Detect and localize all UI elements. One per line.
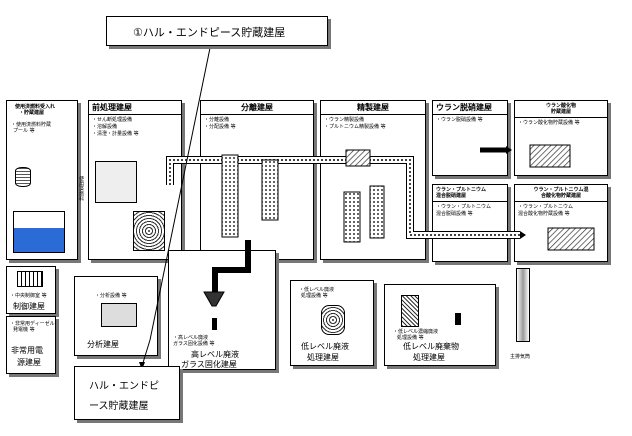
callout-bottom-line-2: ース貯蔵建屋 bbox=[89, 401, 149, 412]
receiving-title-2: ・貯蔵建屋 bbox=[19, 110, 45, 116]
emergency-label-2: 源建屋 bbox=[17, 358, 41, 367]
llw-liquid-label-2: 処理建屋 bbox=[307, 353, 339, 362]
mox-storage-title-2: 合酸化物貯蔵建屋 bbox=[515, 193, 607, 202]
mox-storage-item-1: ・ウラン・プルトニウム bbox=[518, 204, 574, 210]
llw-solid-item-1: ・低レベル濃縮廃液 bbox=[393, 329, 439, 335]
main-stack bbox=[516, 268, 530, 342]
receiving-title-1: 使用済燃料受入れ bbox=[15, 104, 56, 110]
emergency-item-1: ・非常用ディーゼル bbox=[10, 321, 55, 327]
receiving-item-1: ・使用済燃料貯蔵 bbox=[11, 122, 52, 128]
hlw-label-1: 高レベル廃液 bbox=[191, 350, 239, 359]
analysis-label: 分析建屋 bbox=[87, 340, 119, 349]
frontend-title: 前処理建屋 bbox=[89, 101, 181, 115]
receiving-building: 使用済燃料受入れ ・貯蔵建屋 ・使用済燃料貯蔵 プール 等 bbox=[6, 100, 78, 260]
separation-title: 分離建屋 bbox=[201, 101, 313, 115]
uranium-oxide-title-1: ウラン酸化物 bbox=[545, 103, 576, 109]
analysis-instrument-icon bbox=[101, 303, 137, 327]
compactor-icon bbox=[401, 295, 419, 327]
callout-top: ①ハル・エンドピース貯蔵建屋 bbox=[106, 16, 328, 46]
purification-item-1: ・ウラン精製設備 bbox=[324, 117, 365, 123]
callout-top-text: ①ハル・エンドピース貯蔵建屋 bbox=[133, 26, 286, 39]
analysis-building: ・分析設備 等 分析建屋 bbox=[74, 276, 158, 356]
frontend-building: 前処理建屋 ・せん断処理設備 ・溶解設備 ・清澄・計量設備 等 bbox=[88, 100, 182, 260]
uranium-denitration-title: ウラン脱硝建屋 bbox=[433, 101, 507, 115]
hlw-vitrification-building: ・高レベル廃液 ガラス固化設備 等 高レベル廃液 ガラス固化建屋 bbox=[168, 250, 276, 370]
purification-title: 精製建屋 bbox=[321, 101, 425, 115]
emergency-power-building: ・非常用ディーゼル 発電機 等 非常用電 源建屋 bbox=[6, 316, 56, 374]
fuel-cask-icon bbox=[15, 167, 31, 187]
control-label: 制御建屋 bbox=[13, 302, 45, 311]
mox-denitration-building: ウラン・プルトニウム 混合脱硝建屋 ・ウラン・プルトニウム 混合脱硝設備 等 bbox=[432, 184, 508, 262]
callout-bottom: ハル・エンドピ ース貯蔵建屋 bbox=[74, 366, 180, 420]
control-panel-icon bbox=[17, 271, 43, 287]
hlw-item-2: ガラス固化設備 等 bbox=[173, 341, 215, 347]
spent-fuel-side-label: 使用済燃料 bbox=[78, 176, 84, 201]
uranium-oxide-storage-building: ウラン酸化物 貯蔵建屋 ・ウラン酸化物貯蔵設備 等 bbox=[514, 100, 608, 176]
frontend-item-1: ・せん断処理設備 bbox=[92, 117, 133, 123]
llw-solid-label-2: 処理建屋 bbox=[413, 353, 445, 362]
mox-storage-building: ウラン・プルトニウム混 合酸化物貯蔵建屋 ・ウラン・プルトニウム 混合酸化物貯蔵… bbox=[514, 184, 608, 262]
purification-building: 精製建屋 ・ウラン精製設備 ・プルトニウム精製設備 等 bbox=[320, 100, 426, 260]
frontend-item-3: ・清澄・計量設備 等 bbox=[92, 131, 139, 137]
llw-liquid-item-2: 処理設備 等 bbox=[301, 293, 328, 299]
storage-pool bbox=[13, 211, 65, 253]
llw-liquid-building: ・低レベル廃液 処理設備 等 低レベル廃液 処理建屋 bbox=[290, 280, 374, 366]
control-building: ・中央制御室 等 制御建屋 bbox=[6, 266, 56, 314]
evaporator-icon bbox=[321, 305, 345, 335]
emergency-item-2: 発電機 等 bbox=[13, 327, 35, 333]
mox-denitration-title-2: 混合脱硝建屋 bbox=[433, 193, 507, 202]
mox-denitration-item-2: 混合脱硝設備 等 bbox=[436, 211, 473, 217]
mox-denitration-item-1: ・ウラン・プルトニウム bbox=[436, 204, 492, 210]
uranium-oxide-item: ・ウラン酸化物貯蔵設備 等 bbox=[518, 120, 580, 126]
uranium-denitration-item: ・ウラン脱硝設備 等 bbox=[436, 117, 483, 123]
llw-solid-label-1: 低レベル廃棄物 bbox=[403, 342, 459, 351]
receiving-item-2: プール 等 bbox=[13, 128, 35, 134]
purification-item-2: ・プルトニウム精製設備 等 bbox=[324, 124, 386, 130]
emergency-label-1: 非常用電 bbox=[11, 346, 43, 355]
llw-solid-item-2: 処理設備 等 bbox=[397, 335, 424, 341]
waste-drum-icon bbox=[455, 313, 461, 325]
control-item: ・中央制御室 等 bbox=[10, 293, 47, 299]
frontend-item-2: ・溶解設備 bbox=[92, 124, 118, 130]
llw-solid-building: ・低レベル濃縮廃液 処理設備 等 低レベル廃棄物 処理建屋 bbox=[384, 284, 496, 366]
shear-machine bbox=[95, 161, 137, 203]
uranium-denitration-building: ウラン脱硝建屋 ・ウラン脱硝設備 等 bbox=[432, 100, 508, 176]
hlw-label-2: ガラス固化建屋 bbox=[181, 360, 237, 369]
main-stack-label: 主排気筒 bbox=[510, 354, 531, 360]
mox-storage-item-2: 混合酸化物貯蔵設備 等 bbox=[518, 211, 570, 217]
llw-liquid-label-1: 低レベル廃液 bbox=[301, 342, 349, 351]
separation-item-2: ・分配設備 等 bbox=[204, 124, 236, 130]
analysis-item: ・分析設備 等 bbox=[95, 293, 127, 299]
separation-item-1: ・分離設備 bbox=[204, 117, 230, 123]
mox-storage-title-1: ウラン・プルトニウム混 bbox=[533, 187, 589, 193]
dissolver bbox=[133, 211, 165, 251]
callout-bottom-line-1: ハル・エンドピ bbox=[89, 381, 159, 392]
separation-building: 分離建屋 ・分離設備 ・分配設備 等 bbox=[200, 100, 314, 260]
uranium-oxide-title-2: 貯蔵建屋 bbox=[515, 109, 607, 118]
llw-liquid-item-1: ・低レベル廃液 bbox=[299, 287, 335, 293]
mox-denitration-title-1: ウラン・プルトニウム bbox=[436, 187, 487, 193]
